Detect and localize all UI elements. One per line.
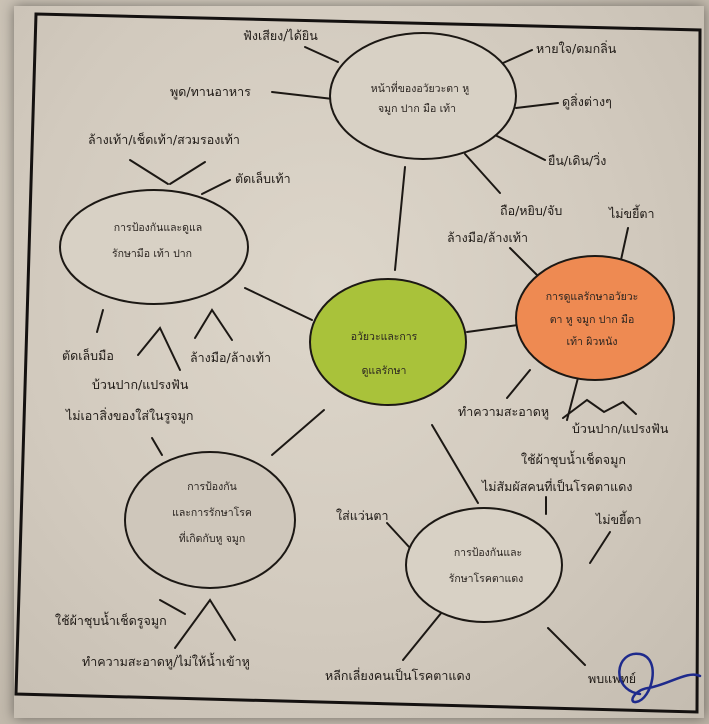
- connector-center-bottom-right: [431, 424, 479, 504]
- label-socks: ล้างเท้า/เช็ดเท้า/สวมรองเท้า: [88, 132, 240, 147]
- spoke-right-wash: [509, 247, 541, 279]
- spoke-socks-b: [169, 161, 206, 185]
- label-br-rub: ไม่ขยี้ตา: [595, 510, 642, 527]
- spoke-breathe: [502, 49, 533, 64]
- node-top-shape: [329, 32, 517, 160]
- spoke-hold: [464, 153, 501, 194]
- label-contact: ไม่สัมผัสคนที่เป็นโรคตาแดง: [481, 478, 632, 494]
- spoke-right-mouth-b: [566, 373, 580, 421]
- node-left-line-1: การป้องกันและดูแล: [114, 222, 202, 234]
- spoke-toenail: [201, 179, 231, 195]
- label-hear: ฟังเสียง/ได้ยิน: [243, 28, 318, 43]
- label-right-mouth: บ้วนปาก/แปรงฟัน: [572, 421, 669, 436]
- label-doctor: พบแพทย์: [588, 671, 636, 686]
- connector-center-bottom-left: [271, 409, 325, 456]
- connector-center-left: [244, 287, 313, 321]
- connector-center-right: [466, 324, 519, 333]
- node-bottom-left-shape: [124, 451, 296, 589]
- label-hold: ถือ/หยิบ/จับ: [500, 203, 562, 218]
- spoke-bl-clean: [159, 599, 186, 615]
- label-goggles: ใส่แว่นตา: [336, 508, 389, 523]
- node-bottom-right-shape: [405, 507, 563, 623]
- label-see: ดูสิ่งต่างๆ: [562, 93, 612, 110]
- node-right-line-2: ตา หู จมูก ปาก มือ: [550, 313, 635, 326]
- spoke-wash: [194, 308, 233, 341]
- spoke-clean-ear: [506, 369, 531, 399]
- node-center: อวัยวะและการ ดูแลรักษา: [309, 278, 467, 406]
- label-bl-towel: ใช้ผ้าชุบน้ำเช็ดรูจมูก: [55, 611, 167, 629]
- label-avoid: หลีกเลี่ยงคนเป็นโรคตาแดง: [325, 667, 471, 683]
- label-right-rub: ไม่ขยี้ตา: [608, 204, 655, 221]
- node-right-line-1: การดูแลรักษาอวัยวะ: [546, 291, 639, 303]
- label-right-towel: ใช้ผ้าชุบน้ำเช็ดจมูก: [521, 450, 626, 468]
- node-bottom-left-line-1: การป้องกัน: [187, 481, 237, 493]
- node-right-shape: [515, 255, 675, 381]
- label-left-wash: ล้างมือ/ล้างเท้า: [190, 350, 271, 365]
- node-center-line-2: ดูแลรักษา: [362, 365, 407, 377]
- spoke-goggles: [386, 522, 411, 549]
- node-bottom-left-line-2: และการรักษาโรค: [172, 506, 252, 519]
- node-top: หน้าที่ของอวัยวะตา หู จมูก ปาก มือ เท้า: [329, 32, 517, 160]
- spoke-fingernail: [96, 309, 104, 333]
- signature-scribble: [618, 652, 702, 704]
- node-right-line-3: เท้า ผิวหนัง: [566, 336, 617, 348]
- node-bottom-right-line-1: การป้องกันและ: [454, 547, 522, 559]
- node-bottom-left: การป้องกัน และการรักษาโรค ที่เกิดกับหู จ…: [124, 451, 296, 589]
- spoke-mouth: [137, 326, 181, 371]
- node-left-line-2: รักษามือ เท้า ปาก: [112, 247, 192, 260]
- label-walk: ยืน/เดิน/วิ่ง: [548, 152, 606, 168]
- label-left-mouth: บ้วนปาก/แปรงฟัน: [92, 377, 189, 392]
- node-left-shape: [59, 189, 249, 305]
- label-speak: พูด/ทานอาหาร: [170, 84, 251, 100]
- label-toenail: ตัดเล็บเท้า: [235, 171, 291, 186]
- spoke-socks-a: [129, 159, 169, 185]
- spoke-avoid: [402, 611, 443, 661]
- node-center-shape: [309, 278, 467, 406]
- label-right-wash: ล้างมือ/ล้างเท้า: [447, 230, 528, 245]
- spoke-speak: [271, 91, 334, 100]
- spoke-right-mouth: [562, 398, 637, 419]
- label-bl-clean: ทำความสะอาดหู/ไม่ให้น้ำเข้าหู: [82, 652, 250, 670]
- node-bottom-left-line-3: ที่เกิดกับหู จมูก: [179, 531, 245, 545]
- node-top-line-1: หน้าที่ของอวัยวะตา หู: [371, 81, 469, 95]
- node-bottom-right: การป้องกันและ รักษาโรคตาแดง: [405, 507, 563, 623]
- spoke-hear: [304, 46, 339, 63]
- label-clean-ear: ทำความสะอาดหู: [458, 404, 549, 420]
- node-right: การดูแลรักษาอวัยวะ ตา หู จมูก ปาก มือ เท…: [515, 255, 675, 381]
- spoke-doctor: [547, 627, 586, 666]
- spoke-walk: [492, 133, 546, 161]
- connector-center-top: [394, 166, 406, 271]
- node-top-line-2: จมูก ปาก มือ เท้า: [378, 102, 456, 115]
- node-center-line-1: อวัยวะและการ: [351, 331, 418, 343]
- label-nose: ไม่เอาสิ่งของใส่ในรูจมูก: [65, 407, 193, 424]
- label-fingernail: ตัดเล็บมือ: [62, 348, 114, 363]
- spoke-br-rub: [589, 531, 611, 564]
- label-breathe: หายใจ/ดมกลิ่น: [536, 40, 617, 56]
- node-left: การป้องกันและดูแล รักษามือ เท้า ปาก: [59, 189, 249, 305]
- frame-border: [14, 12, 702, 714]
- spoke-see: [515, 102, 559, 109]
- spoke-bl-towel: [174, 598, 236, 649]
- node-bottom-right-line-2: รักษาโรคตาแดง: [449, 572, 524, 585]
- spoke-nose: [151, 437, 163, 456]
